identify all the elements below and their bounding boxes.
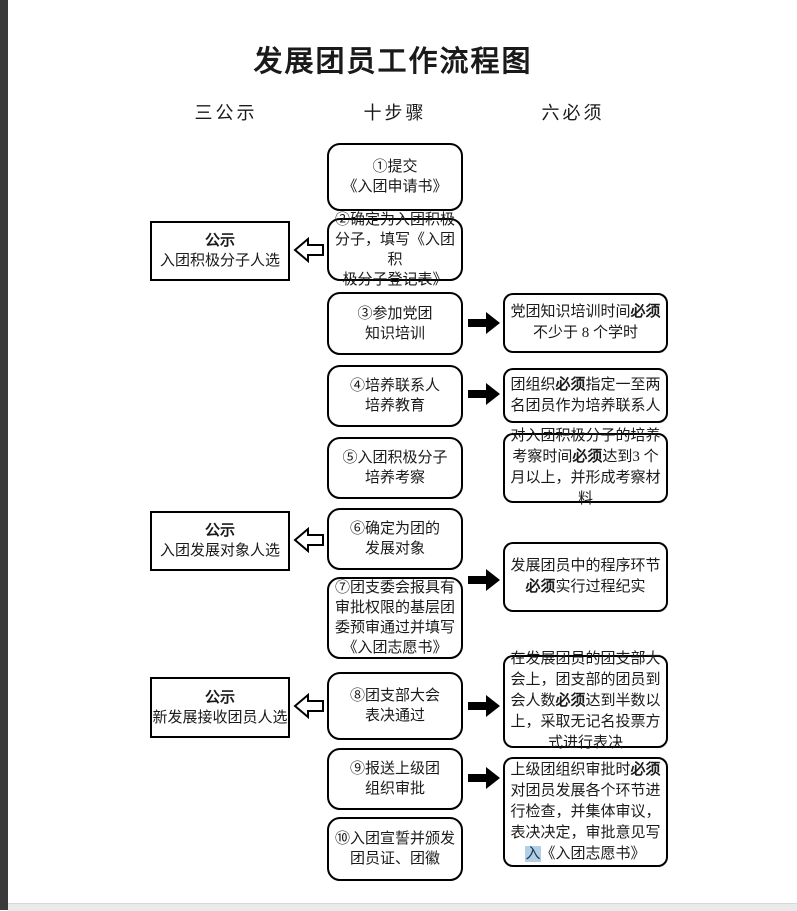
solid-right-arrow-2 bbox=[468, 383, 500, 405]
publicity-subtitle: 入团积极分子人选 bbox=[159, 253, 280, 269]
requirement-box-3: 对入团积极分子的培养考察时间必须达到3 个月以上，并形成考察材料 bbox=[503, 428, 668, 507]
step-box-5: ⑤入团积极分子培养考察 bbox=[327, 437, 463, 499]
requirement-box-5: 在发展团员的团支部大会上，团支部的团员到会人数必须达到半数以上，采取无记名投票方… bbox=[503, 651, 668, 751]
solid-right-arrow-4 bbox=[468, 695, 500, 717]
publicity-box-2: 公示 入团发展对象人选 bbox=[150, 511, 290, 571]
requirement-box-2: 团组织必须指定一至两名团员作为培养联系人 bbox=[503, 368, 668, 423]
publicity-title: 公示 bbox=[204, 522, 235, 539]
publicity-subtitle: 新发展接收团员人选 bbox=[152, 709, 288, 726]
step-box-2: ②确定为入团积极分子，填写《入团积极分子登记表》 bbox=[327, 212, 463, 288]
requirement-box-4: 发展团员中的程序环节必须实行过程纪实 bbox=[503, 542, 668, 612]
solid-right-arrow-5 bbox=[468, 767, 500, 789]
hollow-left-arrow-2 bbox=[293, 527, 325, 553]
solid-right-arrow-3 bbox=[468, 569, 500, 591]
page-title: 发展团员工作流程图 bbox=[253, 46, 533, 78]
requirement-box-6: 上级团组织审批时必须对团员发展各个环节进行检查，并集体审议，表决决定，审批意见写… bbox=[503, 757, 668, 867]
step-box-4: ④培养联系人培养教育 bbox=[327, 365, 463, 427]
step-box-6: ⑥确定为团的发展对象 bbox=[327, 508, 463, 570]
publicity-box-3: 公示 新发展接收团员人选 bbox=[150, 677, 290, 738]
publicity-title: 公示 bbox=[204, 688, 235, 706]
step-box-10: ⑩入团宣誓并颁发团员证、团徽 bbox=[327, 817, 463, 881]
step-box-7: ⑦团支委会报具有审批权限的基层团委预审通过并填写《入团志愿书》 bbox=[327, 577, 463, 659]
column-header-steps: 十步骤 bbox=[363, 103, 427, 123]
hollow-left-arrow-1 bbox=[293, 237, 325, 263]
step-box-1: ①提交《入团申请书》 bbox=[327, 143, 463, 211]
hollow-left-arrow-3 bbox=[293, 693, 325, 719]
column-header-publicity: 三公示 bbox=[194, 103, 258, 123]
column-header-musts: 六必须 bbox=[541, 103, 605, 123]
solid-right-arrow-1 bbox=[468, 312, 500, 334]
page-left-edge bbox=[0, 0, 8, 910]
step-box-3: ③参加党团知识培训 bbox=[327, 292, 463, 355]
step-box-9: ⑨报送上级团组织审批 bbox=[327, 748, 463, 810]
requirement-box-1: 党团知识培训时间必须不少于 8 个学时 bbox=[503, 293, 668, 353]
page-bottom-edge bbox=[8, 903, 797, 911]
publicity-subtitle: 入团发展对象人选 bbox=[159, 543, 280, 559]
publicity-box-1: 公示 入团积极分子人选 bbox=[150, 221, 290, 281]
step-box-8: ⑧团支部大会表决通过 bbox=[327, 672, 463, 740]
publicity-title: 公示 bbox=[204, 232, 235, 249]
